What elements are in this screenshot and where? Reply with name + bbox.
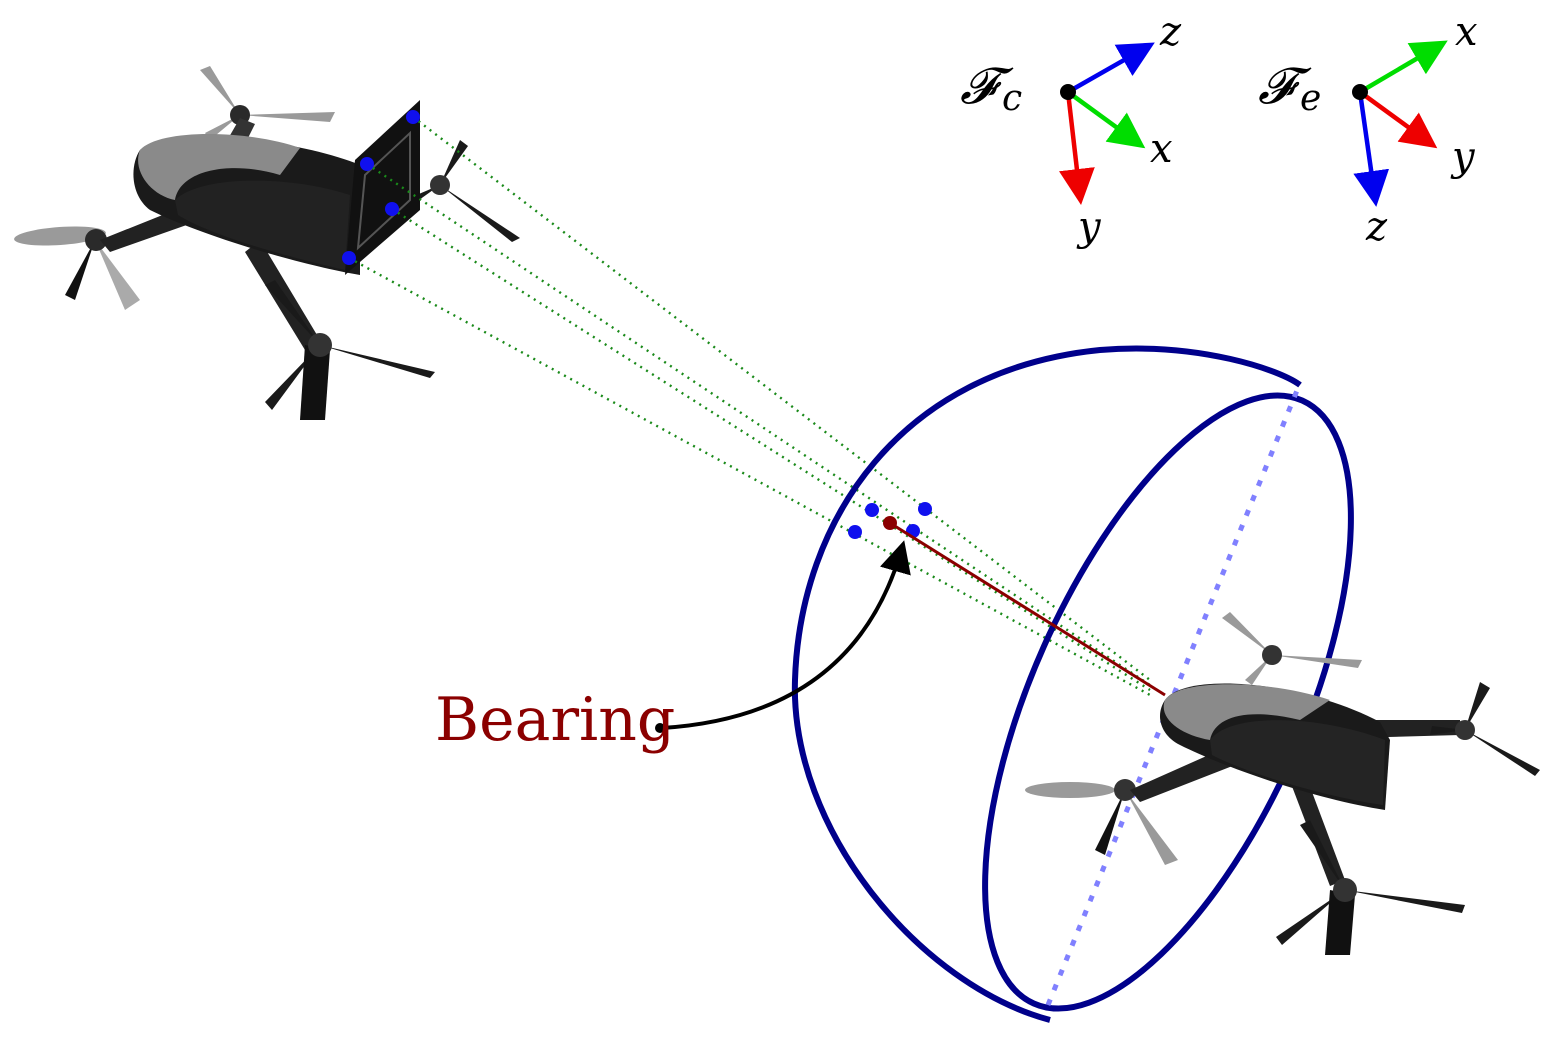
ray-4 [348, 256, 1151, 697]
feature-point [342, 251, 356, 265]
ego-axis-z [1353, 91, 1390, 207]
camera-axis-x-label: x [1150, 126, 1173, 172]
sphere-outline [791, 345, 1302, 1023]
projection-rays [348, 116, 1151, 697]
bearing-label: Bearing [435, 685, 675, 755]
bearing-point [883, 516, 897, 530]
target-drone [14, 66, 520, 420]
ray-2 [366, 163, 1151, 686]
propeller-bottom [1276, 820, 1465, 955]
projected-points [848, 502, 932, 539]
camera-axis-z [1066, 42, 1155, 94]
feature-point [385, 202, 399, 216]
ray-3 [391, 207, 1151, 692]
bearing-pointer-arrow [661, 540, 911, 730]
camera-frame: 𝓕 c z x y [960, 9, 1182, 250]
quadcopter-icon [14, 66, 520, 420]
propeller-top [1222, 612, 1362, 685]
feature-point [360, 157, 374, 171]
bearing-annotation: Bearing [435, 540, 911, 755]
bearing-pointer-dot [655, 723, 665, 733]
ego-axis-z-label: z [1365, 204, 1388, 250]
ego-frame-origin [1352, 84, 1368, 100]
ego-axis-y-label: y [1450, 134, 1476, 180]
fiducial-marker-icon [345, 100, 420, 275]
camera-frame-subscript: c [1002, 78, 1022, 119]
ego-axis-x [1358, 40, 1448, 94]
projected-point [865, 503, 879, 517]
propeller-right [1430, 682, 1540, 776]
propeller-top [200, 66, 335, 140]
camera-axis-x [1066, 90, 1146, 149]
bearing-vector [883, 516, 1166, 697]
projected-point [848, 525, 862, 539]
ray-1 [412, 116, 1151, 681]
propeller-bottom [265, 280, 435, 420]
camera-axis-y [1059, 91, 1095, 205]
ego-frame: 𝓕 e x y z [1258, 9, 1478, 250]
propeller-rear-left [14, 226, 140, 310]
ego-frame-subscript: e [1300, 78, 1321, 119]
quadcopter-icon [1025, 612, 1540, 955]
propeller-left [1025, 779, 1178, 865]
camera-axis-z-label: z [1159, 9, 1182, 55]
ego-axis-x-label: x [1455, 9, 1478, 55]
camera-frame-origin [1060, 84, 1076, 100]
feature-point [406, 110, 420, 124]
observer-drone [1025, 612, 1540, 955]
camera-axis-y-label: y [1076, 204, 1102, 250]
ego-axis-y [1358, 90, 1438, 149]
marker-feature-points [342, 110, 420, 265]
projected-point [918, 502, 932, 516]
